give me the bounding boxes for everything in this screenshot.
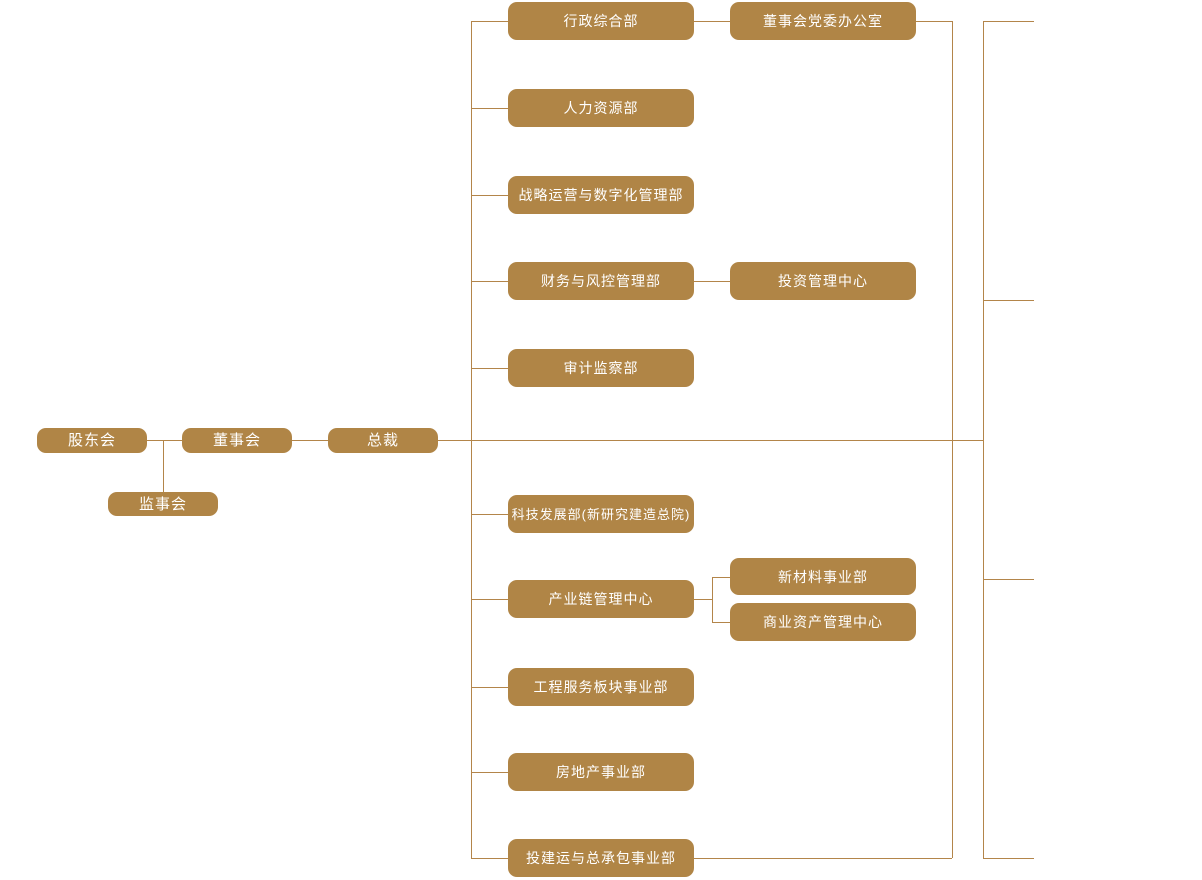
org-node-human-resources-dept: 人力资源部 [508, 89, 694, 127]
org-node-real-estate-division: 房地产事业部 [508, 753, 694, 791]
connector-line [983, 21, 1034, 22]
connector-line [712, 622, 730, 623]
org-node-epc-operations-division: 投建运与总承包事业部 [508, 839, 694, 877]
org-node-audit-supervision-dept: 审计监察部 [508, 349, 694, 387]
connector-line [983, 579, 1034, 580]
org-node-finance-risk-dept: 财务与风控管理部 [508, 262, 694, 300]
connector-line [471, 195, 508, 196]
connector-line [471, 599, 508, 600]
connector-line [471, 281, 508, 282]
connector-line [471, 687, 508, 688]
org-node-president: 总裁 [328, 428, 438, 453]
org-node-new-materials-division: 新材料事业部 [730, 558, 916, 595]
org-node-investment-center: 投资管理中心 [730, 262, 916, 300]
connector-line [471, 108, 508, 109]
connector-line [471, 772, 508, 773]
connector-line [471, 368, 508, 369]
connector-line [712, 577, 713, 622]
connector-line [147, 440, 182, 441]
connector-line [471, 858, 508, 859]
connector-line [163, 440, 164, 492]
connector-line [471, 21, 472, 858]
org-node-admin-general-dept: 行政综合部 [508, 2, 694, 40]
org-node-tech-development-dept: 科技发展部(新研究建造总院) [508, 495, 694, 533]
connector-line [694, 21, 730, 22]
org-node-industry-chain-center: 产业链管理中心 [508, 580, 694, 618]
connector-line [292, 440, 328, 441]
org-node-strategy-digital-dept: 战略运营与数字化管理部 [508, 176, 694, 214]
org-node-engineering-services-division: 工程服务板块事业部 [508, 668, 694, 706]
connector-line [712, 577, 730, 578]
org-node-board-of-directors: 董事会 [182, 428, 292, 453]
org-node-supervisory-board: 监事会 [108, 492, 218, 516]
connector-line [952, 21, 953, 858]
connector-line [983, 858, 1034, 859]
connector-line [916, 21, 952, 22]
connector-line [471, 21, 508, 22]
connector-line [438, 440, 983, 441]
connector-line [694, 858, 952, 859]
connector-line [983, 21, 984, 858]
connector-line [471, 514, 508, 515]
connector-line [983, 300, 1034, 301]
org-node-commercial-assets-center: 商业资产管理中心 [730, 603, 916, 641]
connector-line [694, 281, 730, 282]
org-node-shareholders-meeting: 股东会 [37, 428, 147, 453]
connector-line [694, 599, 712, 600]
org-node-board-party-office: 董事会党委办公室 [730, 2, 916, 40]
